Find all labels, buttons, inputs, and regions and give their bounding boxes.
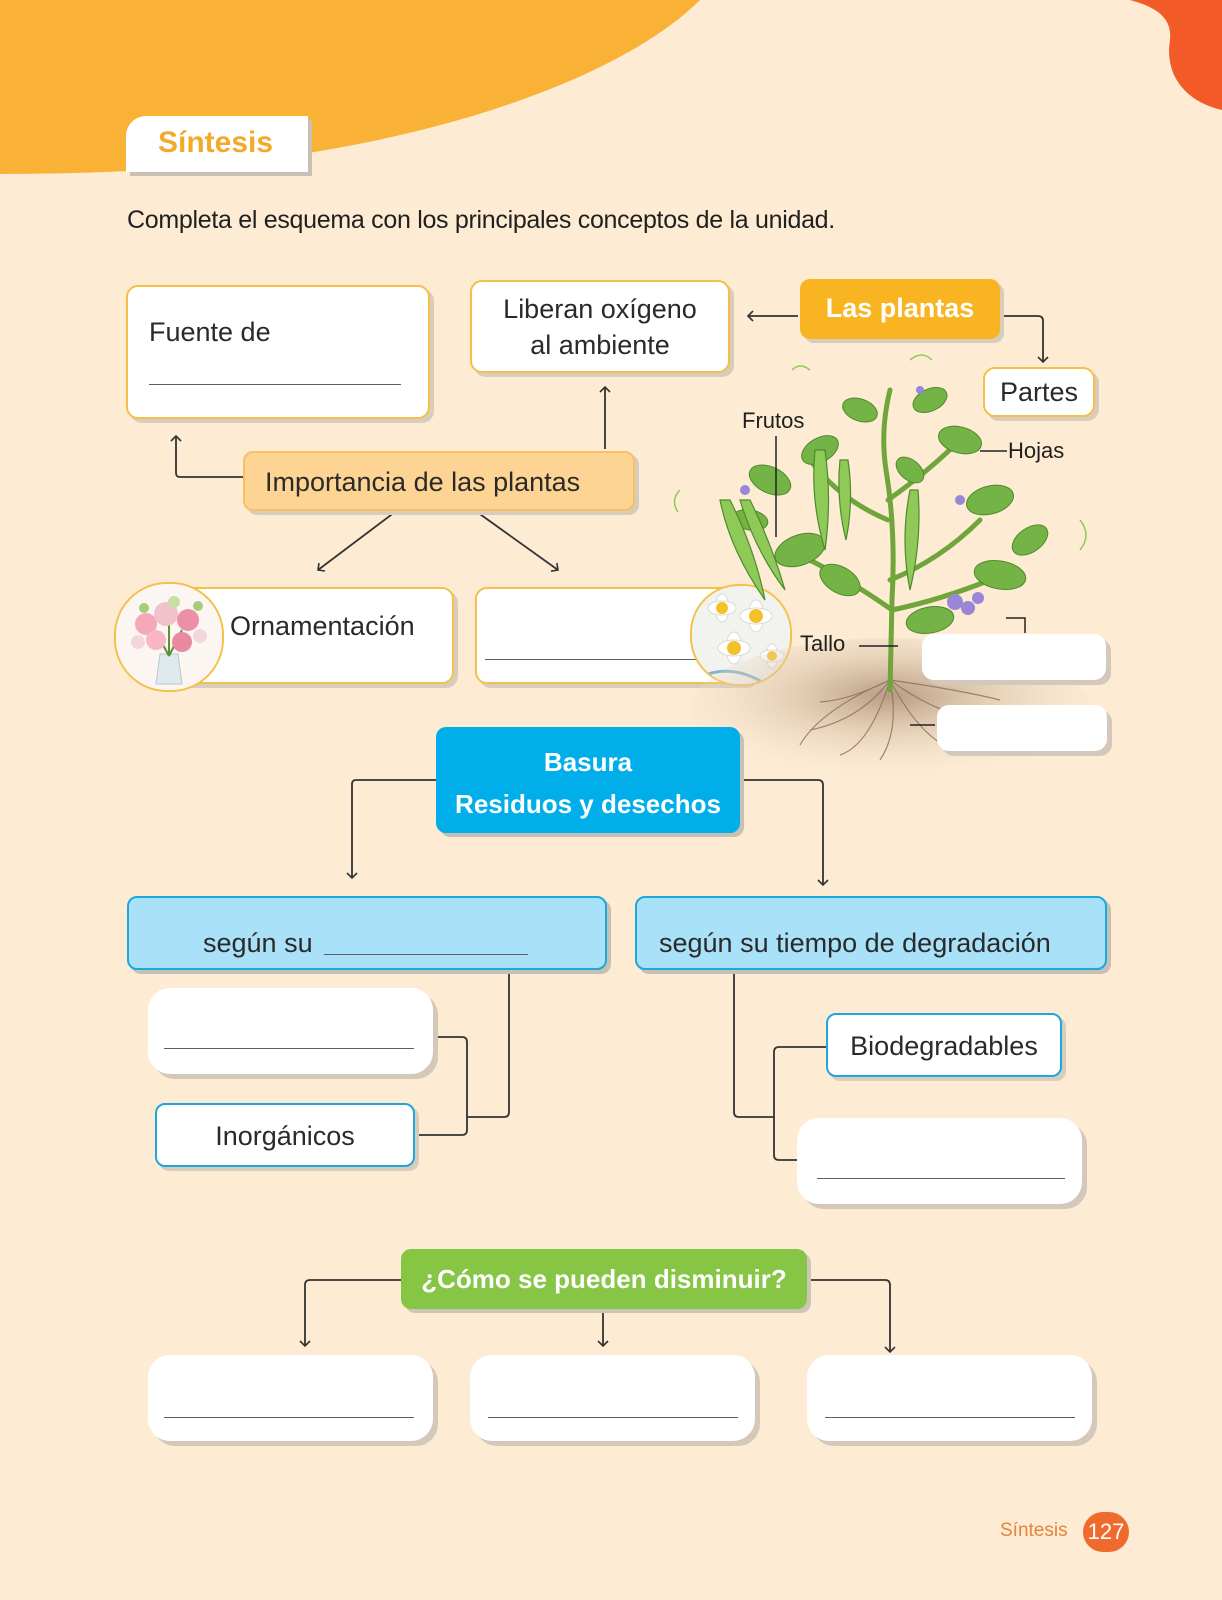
oxygen-text-line2: al ambiente <box>530 330 670 360</box>
importance-label: Importancia de las plantas <box>265 467 581 497</box>
blank-reduce-box-3[interactable] <box>807 1355 1092 1441</box>
biodegradable-box: Biodegradables <box>826 1013 1062 1077</box>
waste-title-box: Basura Residuos y desechos <box>436 727 740 833</box>
by-time-label: según su tiempo de degradación <box>659 928 1051 958</box>
stem-label: Tallo <box>800 631 846 656</box>
leaves-label: Hojas <box>1008 438 1065 463</box>
blank-reduce-box-2[interactable] <box>470 1355 755 1441</box>
by-type-box[interactable]: según su <box>127 896 607 970</box>
plants-title-box: Las plantas <box>800 279 1000 339</box>
answer-line <box>164 1417 414 1418</box>
fruits-label: Frutos <box>742 408 805 433</box>
answer-line <box>149 384 401 385</box>
blank-plant-part-1[interactable] <box>922 634 1106 680</box>
flower-vase-image <box>114 582 224 692</box>
reduce-title-box: ¿Cómo se pueden disminuir? <box>401 1249 807 1309</box>
reduce-title: ¿Cómo se pueden disminuir? <box>421 1264 787 1294</box>
blank-plant-part-2[interactable] <box>937 705 1107 751</box>
inorganic-box: Inorgánicos <box>155 1103 415 1167</box>
answer-line <box>817 1178 1065 1179</box>
ornament-label: Ornamentación <box>230 611 415 641</box>
waste-title-line1: Basura <box>543 747 633 777</box>
oxygen-text-line1: Liberan oxígeno <box>503 294 697 324</box>
blank-reduce-box-1[interactable] <box>148 1355 433 1441</box>
blank-waste-type-box[interactable] <box>148 988 433 1074</box>
answer-line <box>825 1417 1075 1418</box>
footer-section-label: Síntesis <box>1000 1520 1068 1541</box>
section-tab: Síntesis <box>126 116 308 172</box>
source-of-label: Fuente de <box>149 317 271 347</box>
answer-line <box>488 1417 738 1418</box>
answer-line <box>485 659 713 660</box>
inorganic-label: Inorgánicos <box>215 1121 355 1151</box>
plants-title: Las plantas <box>825 293 975 323</box>
section-title: Síntesis <box>158 126 274 159</box>
biodegradable-label: Biodegradables <box>850 1031 1038 1061</box>
waste-title-line2: Residuos y desechos <box>455 789 721 819</box>
flower-bouquet-icon <box>116 584 222 690</box>
importance-box: Importancia de las plantas <box>243 451 635 511</box>
by-time-box: según su tiempo de degradación <box>635 896 1107 970</box>
by-type-label: según su <box>203 928 313 958</box>
oxygen-box: Liberan oxígeno al ambiente <box>470 280 730 373</box>
page-number: 127 <box>1083 1512 1129 1552</box>
blank-degradation-box[interactable] <box>797 1118 1082 1204</box>
instruction-text: Completa el esquema con los principales … <box>127 206 835 234</box>
parts-label: Partes <box>999 377 1079 407</box>
source-of-box[interactable]: Fuente de <box>126 285 430 419</box>
parts-box: Partes <box>983 367 1095 417</box>
answer-line <box>324 954 528 955</box>
answer-line <box>164 1048 414 1049</box>
